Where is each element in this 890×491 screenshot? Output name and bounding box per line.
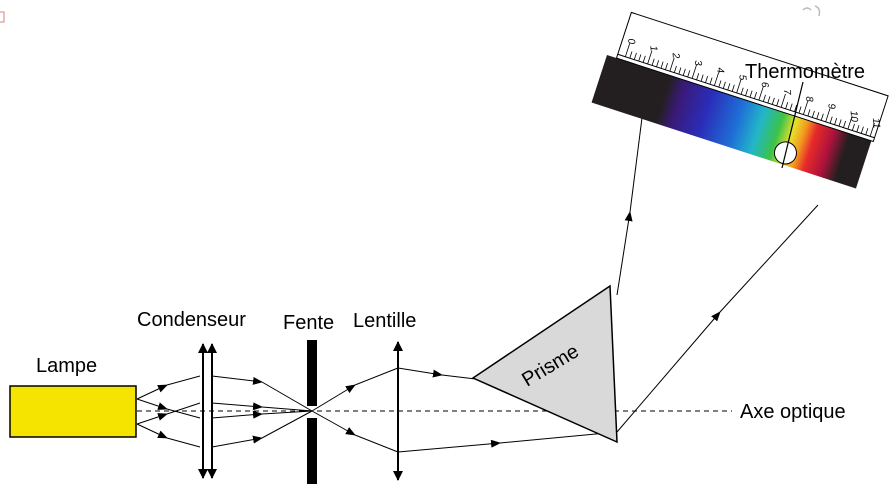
ruler-major-tick bbox=[780, 93, 786, 108]
ruler-major-tick bbox=[847, 115, 853, 130]
ruler-minor-tick bbox=[856, 125, 860, 133]
ruler-tick-label: 5 bbox=[736, 74, 747, 81]
ruler-minor-tick bbox=[651, 58, 655, 66]
ruler-minor-tick bbox=[660, 61, 664, 69]
ruler-major-tick bbox=[758, 86, 764, 101]
ruler-minor-tick bbox=[696, 73, 700, 81]
corner-mark bbox=[0, 11, 5, 23]
ruler-tick-label: 10 bbox=[848, 110, 860, 122]
thermometer-label: Thermomètre bbox=[745, 61, 865, 83]
ruler-minor-tick bbox=[727, 83, 731, 91]
ruler-minor-tick bbox=[682, 68, 686, 76]
ruler-minor-tick bbox=[749, 90, 753, 98]
condenser bbox=[198, 343, 217, 479]
ruler-tick-label: 11 bbox=[870, 118, 882, 129]
ruler-tick-label: 8 bbox=[803, 96, 814, 103]
ruler-major-tick bbox=[869, 122, 875, 137]
ruler-minor-tick bbox=[807, 109, 811, 117]
ruler-minor-tick bbox=[754, 91, 757, 99]
slit bbox=[307, 340, 317, 484]
ruler-minor-tick bbox=[762, 94, 766, 102]
condenser-label: Condenseur bbox=[137, 309, 246, 331]
spectrum-screen: 0 1 2 3 4 5 6 7 8 9 10 11 bbox=[591, 11, 889, 189]
ruler-major-tick bbox=[736, 79, 742, 94]
ruler-minor-tick bbox=[820, 113, 824, 121]
ruler-minor-tick bbox=[771, 97, 775, 105]
spectrum-band bbox=[591, 55, 872, 189]
ruler-tick-label: 3 bbox=[692, 60, 703, 67]
ruler-minor-tick bbox=[709, 77, 713, 85]
rays-lamp-condenser bbox=[136, 375, 201, 448]
ruler-minor-tick bbox=[789, 103, 793, 111]
ruler-minor-tick bbox=[665, 62, 668, 70]
ruler-minor-tick bbox=[838, 119, 842, 127]
lamp-label: Lampe bbox=[36, 355, 97, 377]
ruler-tick-label: 9 bbox=[825, 103, 836, 110]
ruler-minor-tick bbox=[678, 67, 682, 75]
ruler-minor-tick bbox=[865, 128, 869, 135]
ruler-minor-tick bbox=[629, 51, 633, 59]
ruler-tick-label: 2 bbox=[670, 52, 681, 60]
ruler-minor-tick bbox=[829, 116, 833, 124]
ruler-minor-tick bbox=[811, 110, 815, 118]
ruler-minor-tick bbox=[785, 102, 789, 109]
ruler-minor-tick bbox=[638, 54, 642, 62]
ruler-tick-label: 0 bbox=[625, 38, 636, 45]
ruler-minor-tick bbox=[745, 89, 749, 96]
ruler-minor-tick bbox=[656, 60, 660, 68]
scan-artifact bbox=[802, 5, 821, 17]
ruler-minor-tick bbox=[767, 96, 771, 104]
lens-label: Lentille bbox=[353, 310, 416, 332]
ruler-tick-label: 4 bbox=[714, 67, 725, 74]
ruler-minor-tick bbox=[834, 117, 838, 125]
ruler-minor-tick bbox=[851, 123, 855, 131]
ruler-major-tick bbox=[713, 72, 720, 86]
ruler-minor-tick bbox=[705, 76, 709, 83]
ruler-minor-tick bbox=[687, 70, 691, 78]
ruler-minor-tick bbox=[740, 87, 744, 95]
ruler-minor-tick bbox=[843, 120, 846, 128]
ruler-minor-tick bbox=[642, 55, 646, 63]
ruler-minor-tick bbox=[731, 84, 735, 92]
ruler-minor-tick bbox=[816, 112, 820, 120]
ruler-minor-tick bbox=[700, 74, 704, 82]
ruler-ticks: 0 1 2 3 4 5 6 7 8 9 10 11 bbox=[624, 38, 882, 137]
ruler-tick-label: 7 bbox=[781, 89, 792, 96]
ruler-minor-tick bbox=[722, 81, 726, 89]
ruler-major-tick bbox=[803, 101, 809, 115]
ruler-major-tick bbox=[691, 65, 697, 79]
ruler-major-tick bbox=[647, 50, 653, 65]
rays-prism-screen bbox=[616, 109, 819, 433]
ruler-tick-label: 6 bbox=[759, 82, 770, 89]
ruler-minor-tick bbox=[673, 65, 677, 73]
rays-slit-lens bbox=[311, 367, 399, 453]
ruler-minor-tick bbox=[794, 104, 798, 112]
ruler-tick-label: 1 bbox=[647, 45, 658, 51]
thermometer-pointer bbox=[781, 81, 804, 169]
lamp bbox=[9, 385, 137, 438]
slit-label: Fente bbox=[283, 312, 334, 334]
prism bbox=[471, 284, 618, 444]
optical-axis-label: Axe optique bbox=[740, 401, 846, 423]
ruler-minor-tick bbox=[860, 126, 864, 134]
ruler-minor-tick bbox=[718, 80, 722, 88]
ruler-minor-tick bbox=[776, 99, 780, 107]
ruler-minor-tick bbox=[798, 106, 802, 114]
rays-condenser-slit bbox=[211, 375, 313, 448]
ruler-major-tick bbox=[669, 57, 675, 72]
ruler bbox=[615, 11, 889, 143]
ruler-major-tick bbox=[825, 108, 831, 122]
ruler-minor-tick bbox=[633, 52, 637, 60]
ruler-major-tick bbox=[624, 43, 631, 57]
